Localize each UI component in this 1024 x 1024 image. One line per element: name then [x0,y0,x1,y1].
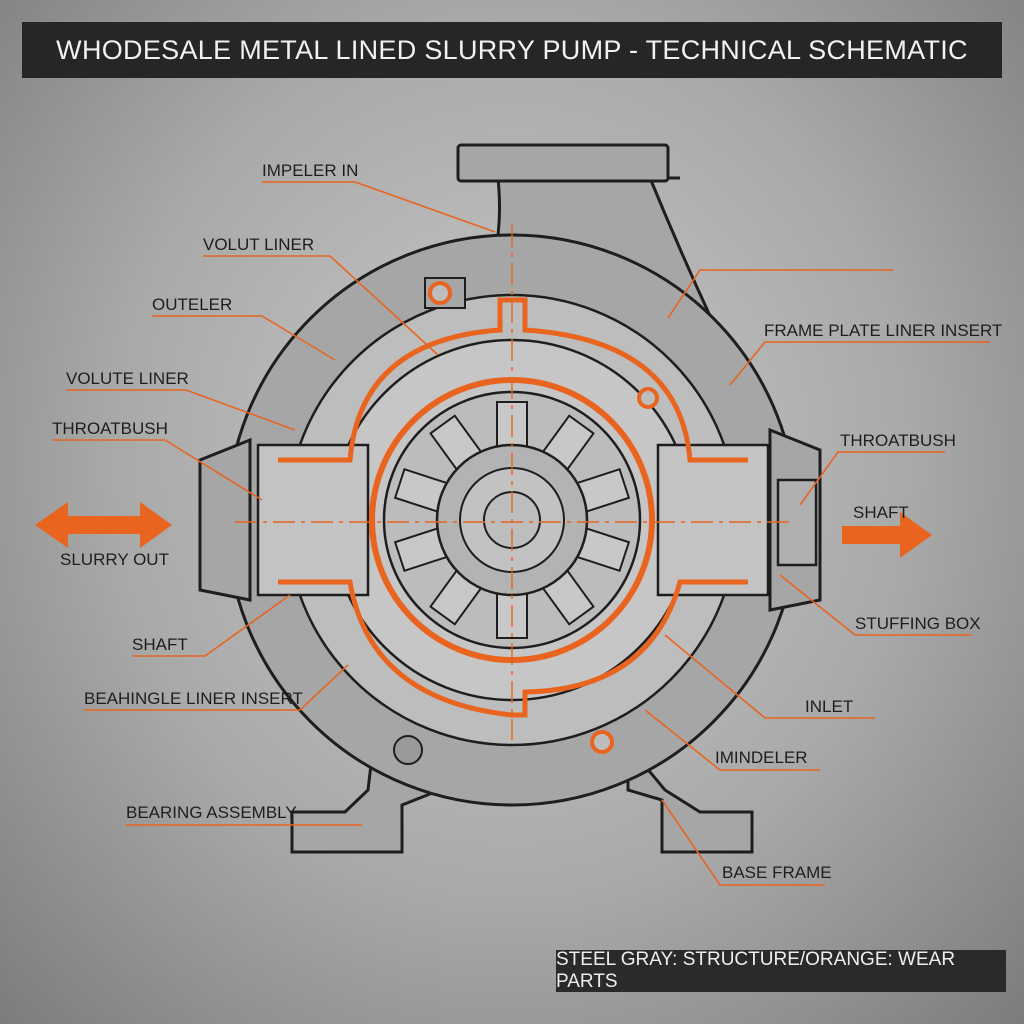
orange-liner-lower [278,579,748,718]
label-volut-liner: VOLUT LINER [203,235,314,254]
label-inlet: INLET [805,697,853,716]
bolt-top-left [424,277,466,309]
slurry-out-arrow [35,502,172,548]
bolt-bottom-left [393,735,423,765]
label-slurry-out: SLURRY OUT [60,550,169,569]
page-title: WHODESALE METAL LINED SLURRY PUMP - TECH… [56,34,968,65]
label-stuffing-box: STUFFING BOX [855,614,981,633]
discharge-flange [456,143,670,183]
legend-text: STEEL GRAY: STRUCTURE/ORANGE: WEAR PARTS [556,949,956,992]
left-side-boss [198,437,252,602]
label-beahingle-liner-insert: BEAHINGLE LINER INSERT [84,689,303,708]
label-outeler: OUTELER [152,295,232,314]
label-imindeler: IMINDELER [715,748,808,767]
label-shaft-left: SHAFT [132,635,188,654]
label-frame-plate-liner-insert: FRAME PLATE LINER INSERT [764,321,1002,340]
label-shaft-right: SHAFT [853,503,909,522]
label-throatbush-left: THROATBUSH [52,419,168,438]
left-throat-channel [256,443,370,597]
leader-lines [52,181,990,886]
orange-liner-outer [278,297,748,463]
color-legend: STEEL GRAY: STRUCTURE/ORANGE: WEAR PARTS [556,949,1006,992]
title-bar: WHODESALE METAL LINED SLURRY PUMP - TECH… [22,22,1002,78]
bolt-bottom-right [590,730,614,754]
shaft-arrow [842,512,932,558]
bolt-right [637,387,659,409]
label-throatbush-right: THROATBUSH [840,431,956,450]
label-volute-liner: VOLUTE LINER [66,369,189,388]
label-bearing-assembly: BEARING ASSEMBLY [126,803,297,822]
right-throat-channel [656,443,770,597]
label-base-frame: BASE FRAME [722,863,832,882]
label-impeller-in: IMPELER IN [262,161,358,180]
